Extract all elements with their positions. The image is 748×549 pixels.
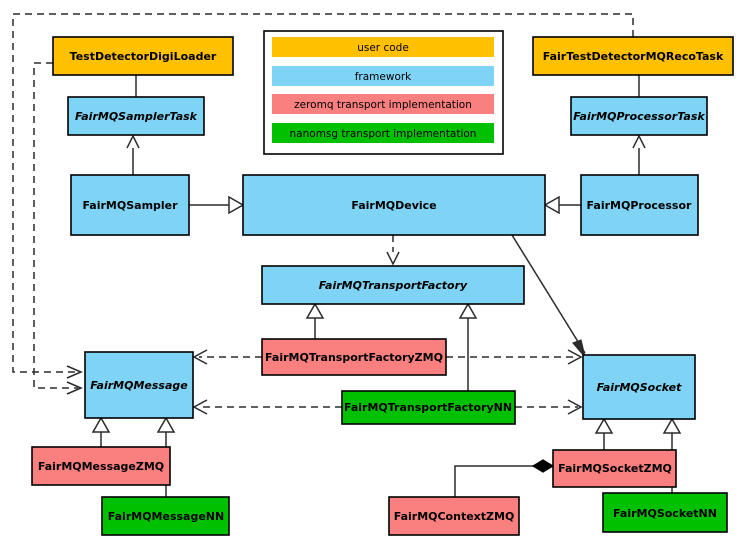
arrowhead-open-tfnn-socket	[567, 399, 583, 415]
node-fair-test-detector-mq-reco-task[interactable]: FairTestDetectorMQRecoTask	[532, 36, 734, 76]
node-label-fairmq-sampler-task: FairMQSamplerTask	[75, 110, 198, 123]
node-box-fairmq-socket[interactable]	[582, 354, 696, 420]
edge-socketzmq-to-contextzmq	[454, 465, 535, 497]
arrowhead-open-tfzmq-socket	[567, 349, 583, 365]
legend-item-framework: framework	[272, 66, 494, 86]
node-fairmq-message-nn[interactable]: FairMQMessageNN	[101, 496, 230, 536]
node-fairmq-socket-nn[interactable]: FairMQSocketNN	[602, 492, 728, 533]
legend-label-zeromq: zeromq transport implementation	[294, 99, 472, 111]
legend-item-nanomsg: nanomsg transport implementation	[272, 123, 494, 143]
node-fairmq-processor[interactable]: FairMQProcessor	[580, 174, 699, 236]
node-box-fairmq-socket-zmq[interactable]	[552, 449, 677, 488]
legend-label-nanomsg: nanomsg transport implementation	[290, 128, 477, 140]
node-box-fairmq-device[interactable]	[242, 174, 546, 236]
arrowhead-open-recotask-message	[66, 365, 83, 379]
node-label-fair-test-detector-mq-reco-task: FairTestDetectorMQRecoTask	[543, 50, 724, 63]
arrowhead-solid-device-socket	[571, 339, 586, 358]
arrowhead-hollow-tfzmq-transportfactory	[305, 302, 325, 319]
node-fairmq-transport-factory-zmq[interactable]: FairMQTransportFactoryZMQ	[261, 338, 447, 376]
node-label-fairmq-transport-factory-nn: FairMQTransportFactoryNN	[344, 401, 512, 414]
node-label-fairmq-socket-nn: FairMQSocketNN	[613, 507, 717, 520]
node-fairmq-sampler-task[interactable]: FairMQSamplerTask	[67, 96, 205, 136]
node-label-fairmq-transport-factory-zmq: FairMQTransportFactoryZMQ	[265, 351, 443, 364]
node-box-test-detector-digi-loader[interactable]	[52, 36, 234, 76]
legend-item-zeromq: zeromq transport implementation	[272, 94, 494, 114]
node-layer: TestDetectorDigiLoader FairMQSamplerTask…	[31, 36, 734, 536]
node-fairmq-processor-task[interactable]: FairMQProcessorTask	[570, 96, 708, 136]
edge-device-to-socket	[511, 234, 586, 354]
arrowhead-open-sampler-samplertask	[126, 134, 140, 149]
node-label-fairmq-socket: FairMQSocket	[597, 381, 683, 394]
node-box-fairmq-socket-nn[interactable]	[602, 492, 728, 533]
arrowhead-hollow-processor-device	[543, 195, 560, 215]
node-box-fairmq-transport-factory-zmq[interactable]	[261, 338, 447, 376]
node-box-fairmq-sampler[interactable]	[70, 174, 190, 236]
arrowhead-open-device-transportfactory	[386, 251, 400, 266]
node-box-fairmq-transport-factory-nn[interactable]	[341, 390, 516, 425]
legend-swatch-user-code	[272, 37, 494, 57]
node-fairmq-socket-zmq[interactable]: FairMQSocketZMQ	[552, 449, 677, 488]
node-label-fairmq-message-nn: FairMQMessageNN	[108, 510, 224, 523]
node-fairmq-device[interactable]: FairMQDevice	[242, 174, 546, 236]
node-box-fairmq-context-zmq[interactable]	[388, 496, 520, 536]
node-box-fairmq-processor[interactable]	[580, 174, 699, 236]
node-fairmq-transport-factory-nn[interactable]: FairMQTransportFactoryNN	[341, 390, 516, 425]
node-label-fairmq-message: FairMQMessage	[90, 379, 188, 392]
node-fairmq-sampler[interactable]: FairMQSampler	[70, 174, 190, 236]
legend-swatch-zeromq	[272, 94, 494, 114]
node-label-fairmq-sampler: FairMQSampler	[82, 199, 178, 212]
node-label-fairmq-context-zmq: FairMQContextZMQ	[394, 510, 515, 523]
node-box-fairmq-transport-factory[interactable]	[261, 265, 525, 305]
node-fairmq-transport-factory[interactable]: FairMQTransportFactory	[261, 265, 525, 305]
arrowhead-open-tfzmq-message	[192, 349, 208, 365]
arrowhead-hollow-socketnn-socket	[662, 417, 682, 434]
legend-label-user-code: user code	[357, 42, 409, 54]
node-fairmq-context-zmq[interactable]: FairMQContextZMQ	[388, 496, 520, 536]
node-label-test-detector-digi-loader: TestDetectorDigiLoader	[70, 50, 217, 63]
edge-digiloader-to-message	[33, 62, 78, 389]
node-box-fairmq-message-nn[interactable]	[101, 496, 230, 536]
node-label-fairmq-device: FairMQDevice	[351, 199, 436, 212]
arrowhead-hollow-sampler-device	[228, 195, 245, 215]
legend: user code framework zeromq transport imp…	[263, 30, 504, 155]
node-label-fairmq-transport-factory: FairMQTransportFactory	[319, 279, 468, 292]
node-fairmq-socket[interactable]: FairMQSocket	[582, 354, 696, 420]
node-box-fairmq-processor-task[interactable]	[570, 96, 708, 136]
node-label-fairmq-socket-zmq: FairMQSocketZMQ	[558, 462, 672, 475]
edge-recotask-to-message	[12, 13, 634, 373]
node-label-fairmq-processor-task: FairMQProcessorTask	[573, 110, 705, 123]
node-label-fairmq-message-zmq: FairMQMessageZMQ	[38, 460, 164, 473]
node-fairmq-message-zmq[interactable]: FairMQMessageZMQ	[31, 446, 171, 486]
legend-label-framework: framework	[355, 71, 412, 83]
legend-swatch-framework	[272, 66, 494, 86]
arrowhead-open-digiloader-message	[66, 381, 83, 395]
arrowhead-open-processor-processortask	[632, 134, 646, 149]
node-box-fair-test-detector-mq-reco-task[interactable]	[532, 36, 734, 76]
arrowhead-hollow-tfnn-transportfactory	[458, 302, 478, 319]
node-box-fairmq-message-zmq[interactable]	[31, 446, 171, 486]
arrowhead-hollow-messagezmq-message	[91, 416, 111, 433]
legend-swatch-nanomsg	[272, 123, 494, 143]
arrowhead-hollow-messagenn-message	[156, 416, 176, 433]
node-box-fairmq-sampler-task[interactable]	[67, 96, 205, 136]
arrowhead-hollow-socketzmq-socket	[594, 417, 614, 434]
node-fairmq-message[interactable]: FairMQMessage	[84, 351, 194, 419]
node-test-detector-digi-loader[interactable]: TestDetectorDigiLoader	[52, 36, 234, 76]
diamond-composition-socketzmq	[531, 459, 555, 473]
node-label-fairmq-processor: FairMQProcessor	[587, 199, 692, 212]
arrowhead-open-tfnn-message	[192, 399, 208, 415]
legend-item-user-code: user code	[272, 37, 494, 57]
node-box-fairmq-message[interactable]	[84, 351, 194, 419]
